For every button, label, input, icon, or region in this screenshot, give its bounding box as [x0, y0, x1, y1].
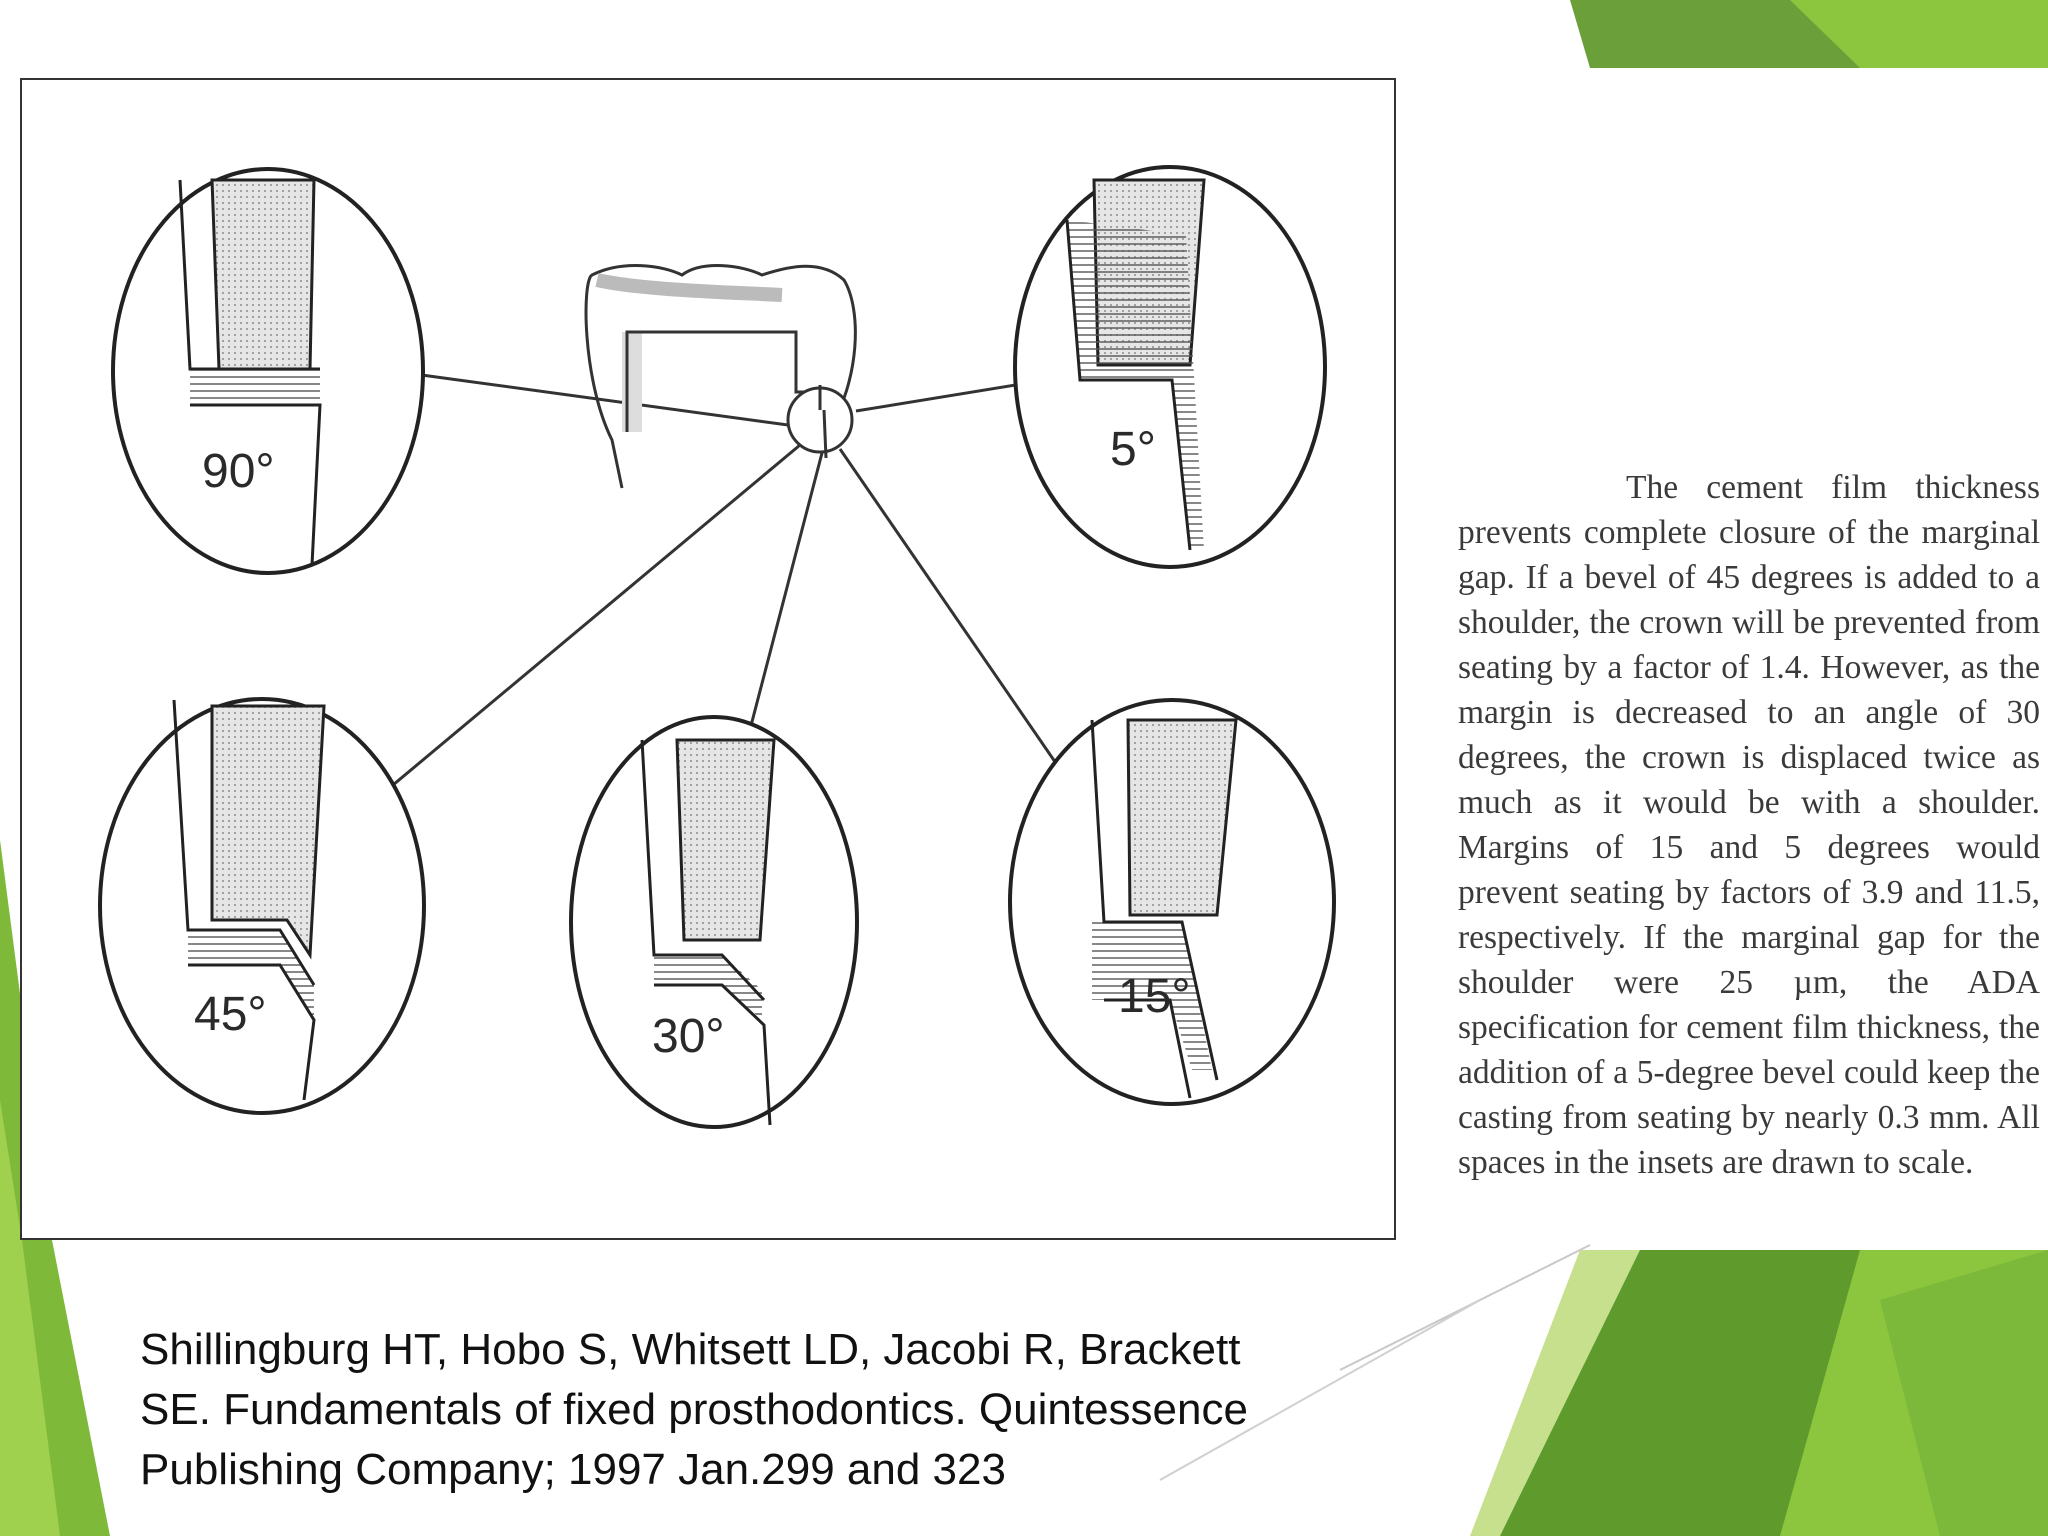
margin-angle-diagram: 90° 5° 45° 30°: [98, 165, 1336, 1129]
left-pale-band: [0, 1100, 60, 1536]
inset-circle-15: 15°: [1008, 698, 1336, 1106]
inset-circle-5: 5°: [1013, 165, 1327, 569]
excerpt-text: The cement film thickness prevents compl…: [1458, 469, 2040, 1181]
top-right-accent-light: [1790, 0, 2048, 68]
bottom-right-highlight: [1880, 1250, 2048, 1536]
tooth-structure-90: [210, 178, 316, 371]
cement-gap-90: [190, 369, 320, 405]
connector-lines: [374, 371, 1064, 802]
cement-gap-30: [654, 955, 762, 1020]
inset-label-5: 5°: [1110, 423, 1156, 476]
cement-gap-15: [1092, 922, 1212, 1070]
inset-label-45: 45°: [194, 988, 267, 1041]
book-excerpt: The cement film thickness prevents compl…: [1458, 465, 2040, 1185]
inset-circle-30: 30°: [569, 715, 859, 1129]
tooth-structure-30: [675, 738, 776, 942]
inset-label-15: 15°: [1118, 970, 1191, 1023]
citation-line-3: Publishing Company; 1997 Jan.299 and 323: [140, 1445, 1006, 1494]
inset-circle-90: 90°: [111, 167, 425, 575]
crown-tooth-icon: [584, 264, 857, 489]
faint-diagonal-line: [1159, 1299, 1481, 1481]
figure-panel: 90° 5° 45° 30°: [20, 78, 1396, 1240]
inset-label-30: 30°: [652, 1010, 725, 1063]
citation-line-1: Shillingburg HT, Hobo S, Whitsett LD, Ja…: [140, 1325, 1241, 1374]
inset-label-90: 90°: [202, 445, 275, 498]
tooth-structure-45: [210, 704, 326, 960]
citation-line-2: SE. Fundamentals of fixed prosthodontics…: [140, 1385, 1248, 1434]
tooth-structure-15: [1126, 718, 1238, 917]
cement-gap-5: [1067, 220, 1204, 550]
inset-circle-45: 45°: [98, 697, 426, 1115]
citation: Shillingburg HT, Hobo S, Whitsett LD, Ja…: [140, 1320, 1480, 1500]
cement-gap-45: [188, 930, 314, 1020]
